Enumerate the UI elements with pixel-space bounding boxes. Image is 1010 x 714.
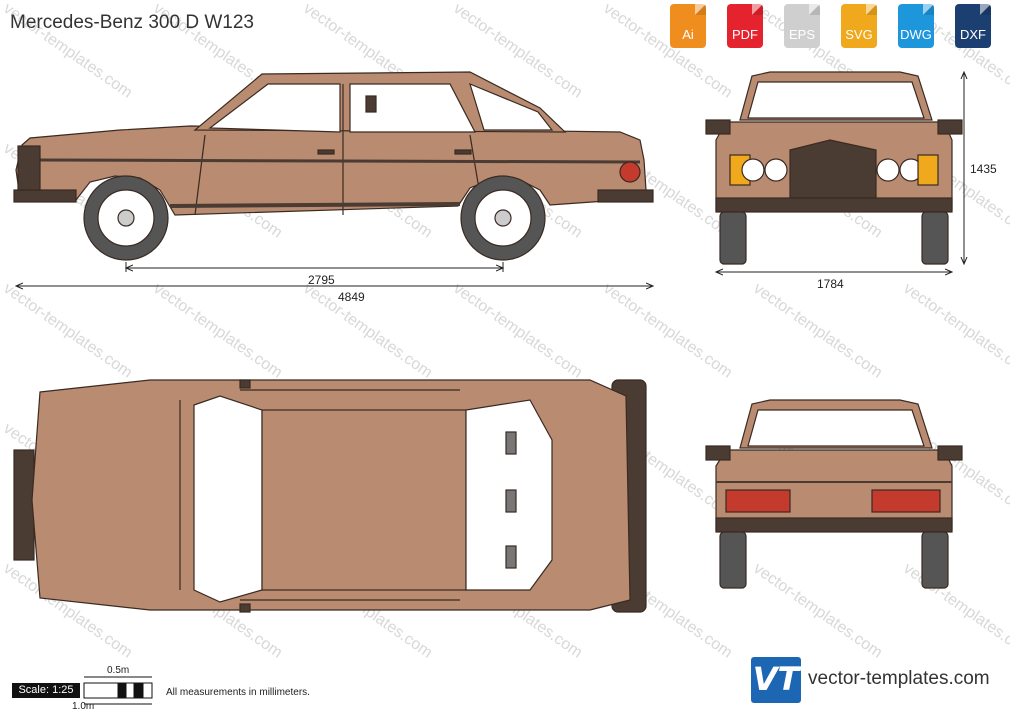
format-label: EPS	[788, 27, 815, 42]
front-bumper	[715, 197, 953, 213]
side-front-window	[208, 83, 341, 133]
measurement-note: All measurements in millimeters.	[166, 687, 310, 698]
format-label: DXF	[960, 27, 986, 42]
rear-right-tire	[921, 531, 949, 589]
top-view	[13, 379, 647, 613]
rear-left-taillight	[725, 489, 791, 513]
format-dwg-button[interactable]: DWG	[896, 4, 936, 48]
vt-logo-icon[interactable]: VT	[751, 657, 801, 703]
format-svg-button[interactable]: SVG	[839, 4, 879, 48]
rear-right-taillight	[871, 489, 941, 513]
rear-view	[705, 399, 963, 589]
half-meter-label: 0.5m	[107, 665, 130, 676]
height-label: 1435	[970, 162, 997, 176]
format-eps-button[interactable]: EPS	[782, 4, 822, 48]
format-ai-button[interactable]: Ai	[668, 4, 708, 48]
front-right-tire	[921, 211, 949, 265]
rear-left-tire	[719, 531, 747, 589]
side-quarter-window	[469, 82, 554, 131]
top-windshield	[193, 395, 263, 603]
one-meter-label: 1.0m	[72, 701, 95, 712]
side-grille	[17, 145, 41, 191]
side-dimension-lines	[16, 262, 653, 286]
scale-bar	[83, 676, 153, 705]
page-title: Mercedes-Benz 300 D W123	[10, 12, 254, 33]
scale-label: Scale: 1:25	[12, 683, 80, 698]
rear-bumper	[715, 517, 953, 533]
side-front-bumper	[13, 189, 77, 203]
length-label: 4849	[338, 290, 365, 304]
logo-text: VT	[752, 660, 800, 698]
side-taillight	[619, 161, 641, 183]
front-left-tire	[719, 211, 747, 265]
front-view	[705, 71, 963, 265]
format-dxf-button[interactable]: DXF	[953, 4, 993, 48]
rear-window	[747, 409, 925, 447]
front-windshield	[747, 81, 925, 119]
wheelbase-label: 2795	[308, 273, 335, 287]
front-grille	[789, 139, 877, 199]
front-dimension-lines	[716, 72, 964, 272]
format-pdf-button[interactable]: PDF	[725, 4, 765, 48]
top-roof	[261, 409, 467, 591]
format-label: SVG	[845, 27, 873, 42]
side-view	[13, 71, 654, 261]
side-rear-bumper	[597, 189, 654, 203]
format-label: PDF	[732, 27, 758, 42]
format-label: DWG	[900, 27, 932, 42]
width-label: 1784	[817, 277, 844, 291]
format-label: Ai	[682, 27, 694, 42]
side-rear-window	[349, 83, 476, 133]
site-link[interactable]: vector-templates.com	[808, 668, 990, 689]
